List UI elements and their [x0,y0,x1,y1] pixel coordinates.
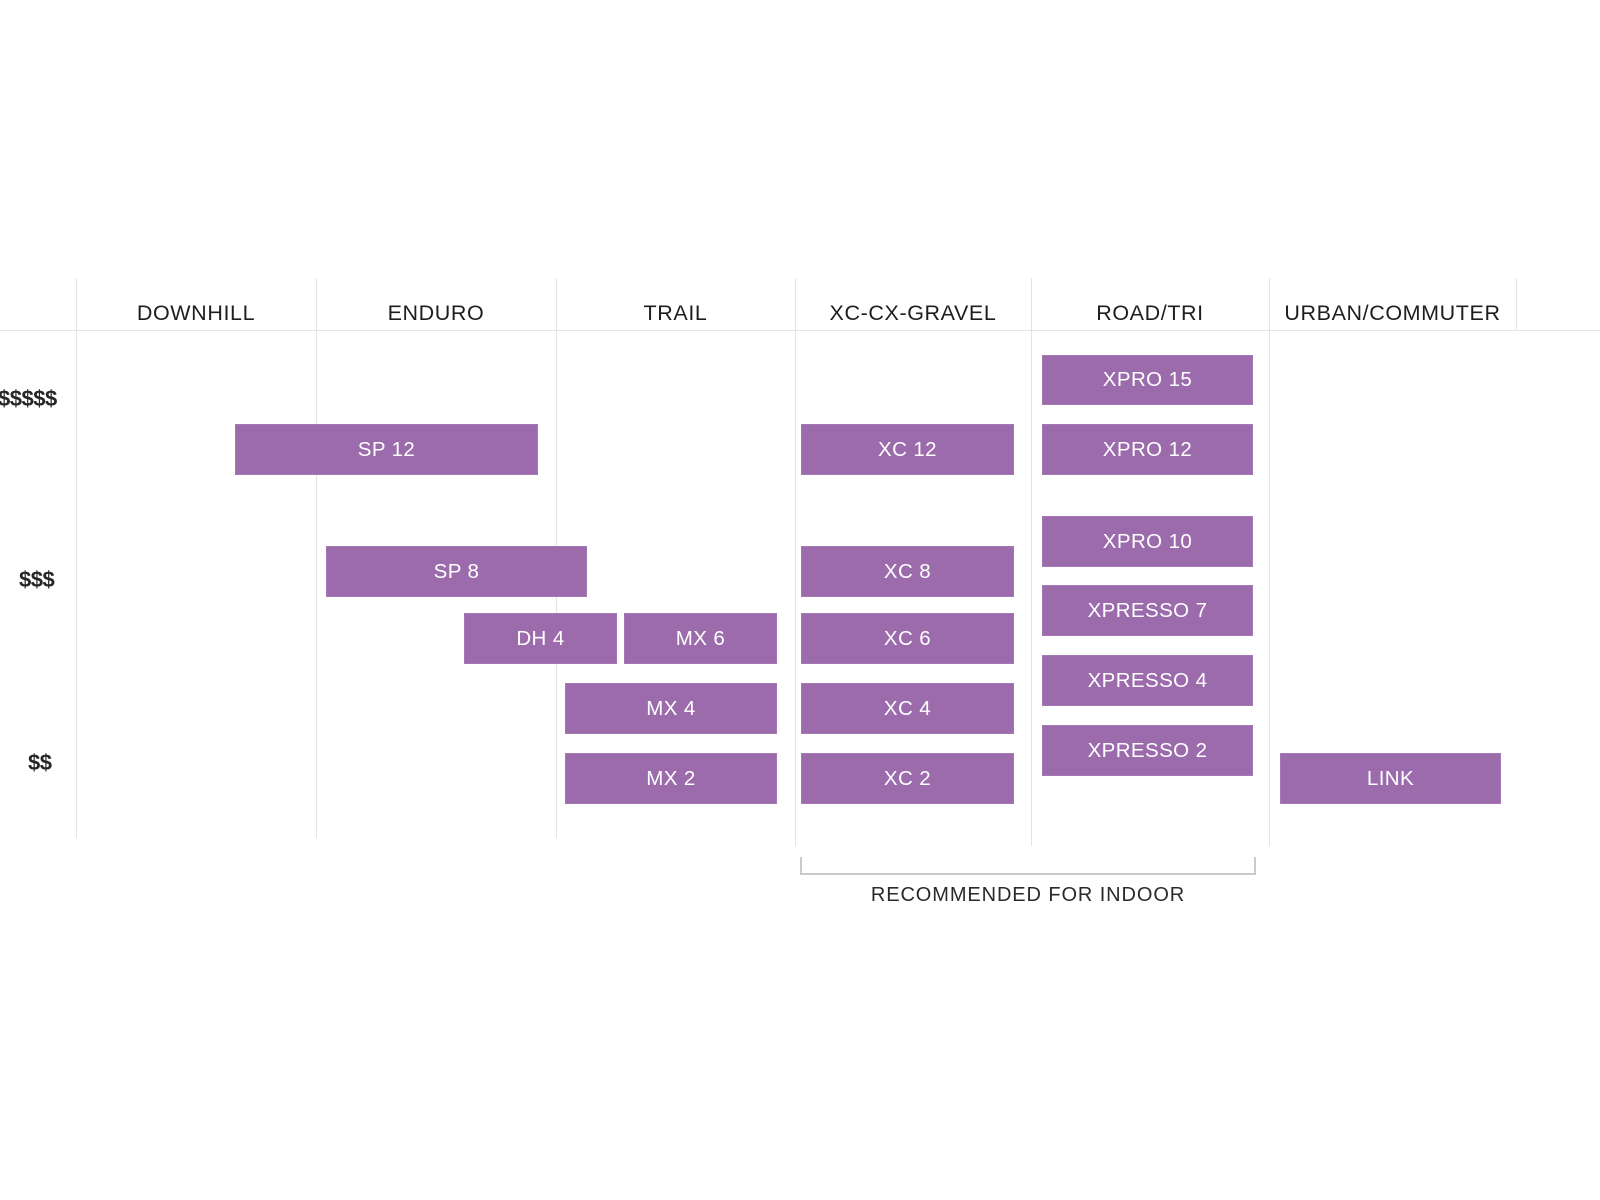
bar-sp-12[interactable]: SP 12 [235,424,538,475]
grid-line-vertical [1516,278,1517,330]
bar-label: MX 6 [675,626,726,650]
bar-mx-2[interactable]: MX 2 [565,753,777,804]
bar-label: MX 2 [646,766,696,790]
bar-label: SP 8 [433,559,480,583]
column-header-label: ROAD/TRI [1096,300,1204,325]
bar-xc-6[interactable]: XC 6 [801,613,1014,664]
column-header-downhill: DOWNHILL [76,296,316,330]
bar-label: XC 4 [883,696,932,720]
bar-label: XPRESSO 7 [1087,598,1208,622]
grid-line-vertical [316,278,317,838]
grid-line-vertical [795,278,796,846]
bar-label: XC 12 [878,437,937,461]
bar-label: SP 12 [357,437,416,461]
recommended-indoor-bracket [800,857,1256,875]
bar-xc-12[interactable]: XC 12 [801,424,1014,475]
bar-mx-4[interactable]: MX 4 [565,683,777,734]
bar-xpresso-2[interactable]: XPRESSO 2 [1042,725,1253,776]
bar-label: XPRO 10 [1102,529,1193,553]
grid-line-vertical [76,278,77,838]
bar-xpro-12[interactable]: XPRO 12 [1042,424,1253,475]
column-header-road-tri: ROAD/TRI [1031,296,1269,330]
header-divider-line [0,330,1600,331]
price-tier-label-mid: $$$ [19,567,55,592]
bar-dh-4[interactable]: DH 4 [464,613,617,664]
bar-label: XPRESSO 2 [1087,738,1208,762]
price-tier-label-low: $$ [28,750,52,775]
column-header-label: XC-CX-GRAVEL [829,300,997,325]
bar-link[interactable]: LINK [1280,753,1501,804]
column-header-trail: TRAIL [556,296,795,330]
bar-label: XPRO 15 [1102,368,1193,391]
bar-label: XC 8 [883,559,932,583]
bar-xc-8[interactable]: XC 8 [801,546,1014,597]
column-header-enduro: ENDURO [316,296,556,330]
bar-label: XC 6 [883,626,932,650]
bar-xc-4[interactable]: XC 4 [801,683,1014,734]
bar-label: DH 4 [516,626,565,650]
bar-label: XC 2 [883,766,932,790]
column-header-urban-commuter: URBAN/COMMUTER [1269,296,1516,330]
bar-label: XPRO 12 [1102,437,1193,461]
bar-xpro-15[interactable]: XPRO 15 [1042,355,1253,405]
column-header-label: DOWNHILL [136,300,256,325]
bar-xpresso-4[interactable]: XPRESSO 4 [1042,655,1253,706]
bar-xpro-10[interactable]: XPRO 10 [1042,516,1253,567]
column-header-xc-cx-gravel: XC-CX-GRAVEL [795,296,1031,330]
column-header-label: ENDURO [387,300,485,325]
bar-xc-2[interactable]: XC 2 [801,753,1014,804]
bar-mx-6[interactable]: MX 6 [624,613,777,664]
recommended-indoor-label: RECOMMENDED FOR INDOOR [870,884,1186,906]
bar-label: MX 4 [646,696,696,720]
column-header-label: TRAIL [643,300,708,325]
bar-label: XPRESSO 4 [1087,668,1208,692]
price-tier-label-high: $$$$$ [0,386,57,411]
bar-sp-8[interactable]: SP 8 [326,546,587,597]
column-header-label: URBAN/COMMUTER [1284,300,1501,325]
bar-label: LINK [1366,766,1415,790]
bar-xpresso-7[interactable]: XPRESSO 7 [1042,585,1253,636]
grid-line-vertical [1031,278,1032,846]
grid-line-vertical [1269,278,1270,846]
